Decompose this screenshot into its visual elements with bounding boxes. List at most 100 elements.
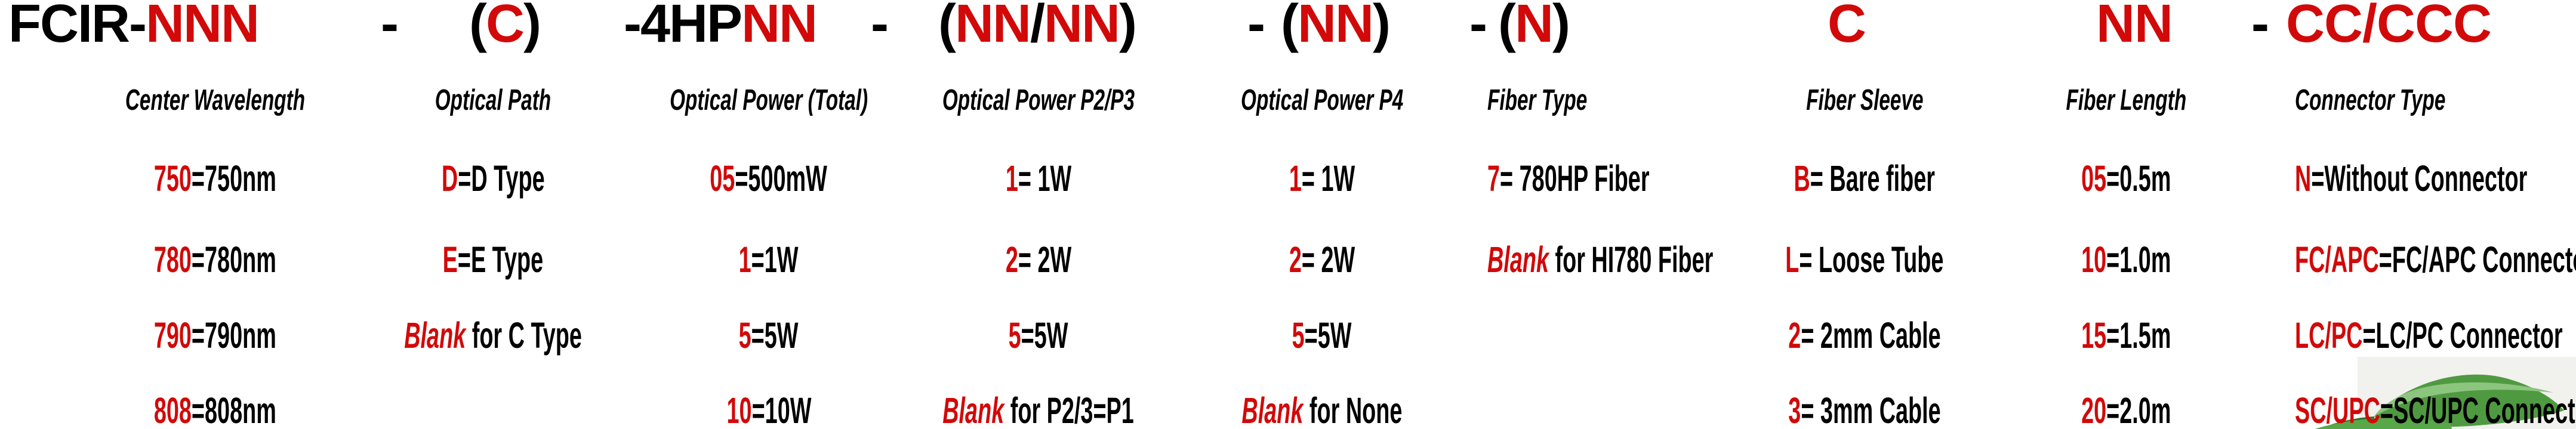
part-number-segment: NN <box>2096 0 2173 53</box>
cell-description: = 2W <box>1301 239 1355 280</box>
legend-cell-text: 1= 1W <box>1005 158 1072 199</box>
cell-code: SC/UPC <box>2295 390 2380 429</box>
column-header-label: Optical Path <box>435 84 551 116</box>
legend-cell: 20=2.0m <box>1959 393 2293 429</box>
cell-description: =5W <box>1305 315 1352 356</box>
part-number-code-placeholder: C <box>485 0 525 54</box>
part-number-literal: FCIR- <box>8 0 147 54</box>
legend-cell: L= Loose Tube <box>1697 242 2032 278</box>
legend-cell: Blank for None <box>1155 390 1489 429</box>
cell-description: = Bare fiber <box>1810 158 1936 199</box>
legend-cell-text: Blank for None <box>1242 390 1403 429</box>
cell-code: B <box>1794 158 1811 199</box>
part-number-segment: -4HPNN <box>624 0 818 54</box>
part-number-segment: - <box>381 0 399 54</box>
column-header-fiber-length: Fiber Length <box>1959 85 2293 115</box>
part-number-code-placeholder: NN <box>2096 0 2173 54</box>
legend-cell-text: 2= 2W <box>1289 239 1355 280</box>
legend-cell: 5=5W <box>602 317 936 354</box>
part-number-literal: - <box>2251 0 2269 54</box>
part-number-literal: ) <box>523 0 541 54</box>
cell-description: = 3mm Cable <box>1801 390 1941 429</box>
part-number-code-placeholder: N <box>1514 0 1554 54</box>
legend-cell-text: Blank for HI780 Fiber <box>1487 239 1714 280</box>
part-number-literal: - <box>381 0 399 54</box>
legend-cell-text: 790=790nm <box>153 315 276 356</box>
cell-description: =FC/APC Connector <box>2378 239 2576 280</box>
leaf-lower-fragment <box>2315 418 2452 429</box>
part-number-segment: - <box>1247 0 1265 54</box>
part-number-literal: - <box>1247 0 1265 54</box>
column-header-fiber-sleeve: Fiber Sleeve <box>1697 85 2032 115</box>
legend-cell-text: Blank for C Type <box>404 315 582 356</box>
cell-code: 1 <box>1005 158 1018 199</box>
part-number-code-placeholder: NN <box>1297 0 1374 54</box>
part-number-literal: - <box>871 0 889 54</box>
cell-code: 10 <box>2081 239 2106 280</box>
column-header-label: Optical Power (Total) <box>669 84 868 116</box>
legend-cell-text: D=D Type <box>442 161 545 197</box>
cell-description: =1.5m <box>2106 315 2171 356</box>
cell-description: for None <box>1303 390 1403 429</box>
legend-cell-text: 1=1W <box>739 242 799 278</box>
cell-description: for HI780 Fiber <box>1548 239 1714 280</box>
cell-description: =5W <box>1021 315 1068 356</box>
cell-code: 780 <box>153 239 192 280</box>
column-header-label: Fiber Length <box>2066 84 2186 116</box>
cell-code: 5 <box>1292 315 1305 356</box>
part-number-code-placeholder: NN <box>741 0 818 54</box>
legend-cell: 10=10W <box>602 390 936 429</box>
legend-cell-text: L= Loose Tube <box>1785 242 1943 278</box>
cell-code: E <box>442 239 458 280</box>
column-header-center-wavelength: Center Wavelength <box>48 85 382 115</box>
legend-cell-text: 780=780nm <box>153 239 276 280</box>
cell-description: =790nm <box>191 315 276 356</box>
legend-cell-text: Blank for P2/3=P1 <box>943 393 1135 429</box>
column-header-label: Center Wavelength <box>125 84 305 116</box>
legend-cell-text: FC/APC=FC/APC Connector <box>2295 239 2576 280</box>
cell-description: = 1W <box>1018 158 1072 199</box>
legend-cell-text: 20=2.0m <box>2081 393 2171 429</box>
legend-cell: Blank for HI780 Fiber <box>1487 239 1786 280</box>
part-number-code-placeholder: CC/CCC <box>2286 0 2492 54</box>
part-number-segment: - <box>871 0 889 54</box>
leaf-highlight <box>2374 382 2553 416</box>
cell-code: 10 <box>726 390 752 429</box>
legend-cell: 05=500mW <box>602 158 936 199</box>
legend-cell: 808=808nm <box>48 390 382 429</box>
column-header-fiber-type: Fiber Type <box>1487 85 1786 115</box>
cell-blank-keyword: Blank <box>404 315 466 356</box>
cell-code: N <box>2295 158 2312 199</box>
column-header-label: Optical Power P2/P3 <box>942 84 1135 116</box>
part-number-segment: - <box>2251 0 2269 53</box>
legend-cell-text: 10=1.0m <box>2081 239 2171 280</box>
legend-cell: Blank for C Type <box>326 315 660 356</box>
part-number-segment: (N) <box>1498 0 1570 54</box>
part-number-segment: (NN) <box>1281 0 1391 54</box>
cell-description: = 1W <box>1301 158 1355 199</box>
cell-code: 1 <box>1289 158 1302 199</box>
legend-cell-text: 2= 2mm Cable <box>1788 317 1940 354</box>
cell-code: LC/PC <box>2295 315 2363 356</box>
legend-cell: FC/APC=FC/APC Connector <box>2295 239 2576 280</box>
part-number-literal: ( <box>469 0 487 54</box>
part-number-code-placeholder: NN <box>1044 0 1120 54</box>
legend-cell: E=E Type <box>326 239 660 280</box>
cell-code: 790 <box>153 315 192 356</box>
column-header-label: Fiber Type <box>1487 84 1588 116</box>
legend-cell: Blank for P2/3=P1 <box>871 393 1206 429</box>
legend-cell: LC/PC=LC/PC Connector <box>2295 315 2576 356</box>
legend-cell-text: 05=0.5m <box>2081 161 2171 197</box>
part-number-literal: ) <box>1552 0 1570 54</box>
part-number-literal: -4HP <box>624 0 742 54</box>
cell-code: 808 <box>153 390 192 429</box>
cell-description: =500mW <box>735 158 828 199</box>
cell-description: =780nm <box>191 239 276 280</box>
part-number-segment: CC/CCC <box>2286 0 2492 54</box>
part-number-segment: - <box>1469 0 1487 53</box>
